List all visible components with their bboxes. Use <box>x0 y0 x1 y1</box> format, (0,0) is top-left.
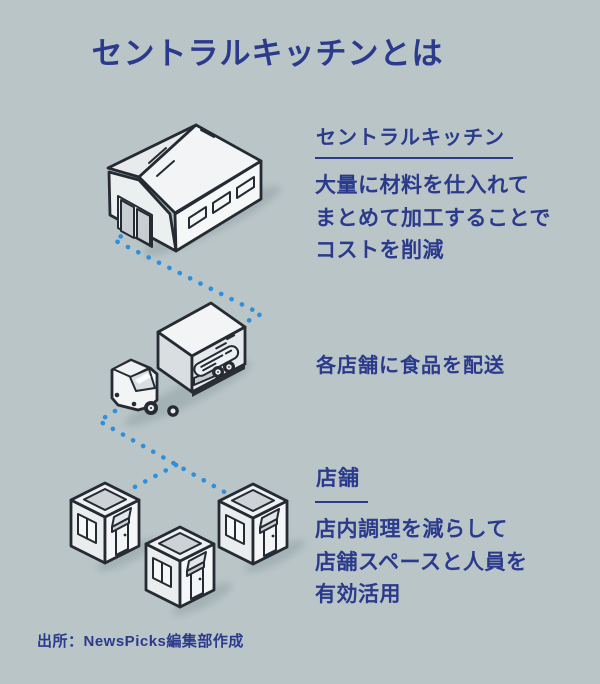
factory-window <box>236 176 255 199</box>
truck-headlight <box>131 401 137 407</box>
section-store: 店舗 店内調理を減らして 店舗スペースと人員を 有効活用 <box>315 462 527 612</box>
delivery-truck-icon <box>110 301 247 417</box>
factory-window <box>188 206 207 229</box>
body-line: まとめて加工することで <box>315 206 551 230</box>
truck-headlight <box>114 392 120 398</box>
source-note: 出所：NewsPicks編集部作成 <box>37 633 244 650</box>
dotted-line-branch-to-left-store <box>128 462 179 492</box>
dotted-line-factory-to-truck <box>108 228 266 325</box>
section-delivery: 各店舗に食品を配送 <box>316 349 505 378</box>
factory-window <box>212 191 231 214</box>
page-title: セントラルキッチンとは <box>91 36 444 71</box>
body-line: 有効活用 <box>315 583 401 606</box>
truck-wheels <box>144 361 235 417</box>
section-heading-store: 店舗 <box>315 462 368 503</box>
factory-icon <box>106 123 263 253</box>
dotted-line-truck-to-right-store <box>94 408 231 497</box>
body-line: 大量に材料を仕入れて <box>315 174 530 197</box>
body-line: 各店舗に食品を配送 <box>316 355 505 377</box>
section-heading-central-kitchen: セントラルキッチン <box>315 121 513 159</box>
truck-swoosh <box>193 334 240 377</box>
section-central-kitchen: セントラルキッチン 大量に材料を仕入れて まとめて加工することで コストを削減 <box>315 121 551 268</box>
body-line: 店内調理を減らして <box>315 518 508 541</box>
store-icon-right <box>219 484 308 578</box>
body-line: コストを削減 <box>315 239 444 262</box>
body-line: 店舗スペースと人員を <box>315 550 528 574</box>
